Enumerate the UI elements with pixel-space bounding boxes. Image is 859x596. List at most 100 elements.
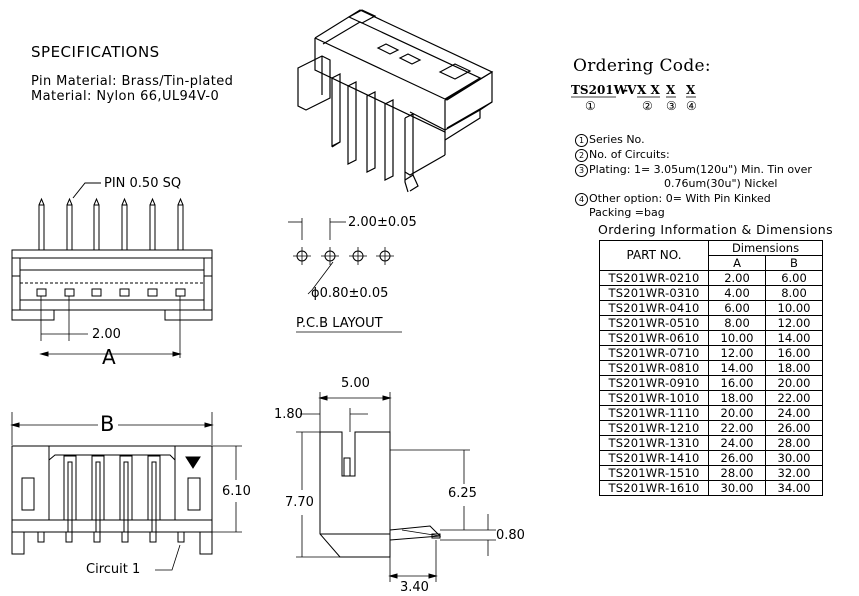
dim-b-cell: 30.00 <box>765 450 823 466</box>
dim-b-cell: 12.00 <box>765 315 823 331</box>
pitch-label: 2.00 <box>92 327 121 342</box>
part-number-cell: TS201WR-1410 <box>599 450 709 466</box>
dim-b-cell: 6.00 <box>765 270 823 286</box>
dim-a-cell: 30.00 <box>708 480 766 496</box>
pcb-hole-label: ϕ0.80±0.05 <box>311 286 389 301</box>
part-number-cell: TS201WR-0210 <box>599 270 709 286</box>
note-mark: 3 <box>575 163 588 177</box>
note-plating-cont: 0.76um(30u") Nickel <box>664 177 778 190</box>
dim-b-cell: 20.00 <box>765 375 823 391</box>
part-number-cell: TS201WR-1610 <box>599 480 709 496</box>
part-number-cell: TS201WR-0310 <box>599 285 709 301</box>
ordering-code-title: Ordering Code: <box>573 56 711 76</box>
mark-2: ② <box>642 99 653 113</box>
front-height-label: 6.10 <box>222 484 251 499</box>
dim-b-cell: 26.00 <box>765 420 823 436</box>
dim-b-cell: 16.00 <box>765 345 823 361</box>
dim-a-cell: 28.00 <box>708 465 766 481</box>
mark-1: ① <box>585 99 596 113</box>
mark-3: ③ <box>666 99 677 113</box>
note-packing: Packing =bag <box>589 206 665 219</box>
part-number-cell: TS201WR-1210 <box>599 420 709 436</box>
dim-a-cell: 16.00 <box>708 375 766 391</box>
specifications-title: SPECIFICATIONS <box>31 43 160 61</box>
circuits-code: X X <box>637 83 660 97</box>
dim-b-cell: 32.00 <box>765 465 823 481</box>
dim-a-cell: 26.00 <box>708 450 766 466</box>
side-depth-label: 3.40 <box>400 580 429 595</box>
plating-code: X <box>666 83 676 97</box>
dim-b-cell: 18.00 <box>765 360 823 376</box>
part-number-cell: TS201WR-0710 <box>599 345 709 361</box>
material-text: Material: Nylon 66,UL94V-0 <box>31 89 220 104</box>
part-number-cell: TS201WR-0610 <box>599 330 709 346</box>
dim-a-cell: 12.00 <box>708 345 766 361</box>
side-width-label: 5.00 <box>341 376 370 391</box>
series-code: TS201WV <box>571 83 637 97</box>
col-b-header: B <box>765 255 823 271</box>
dim-a-cell: 8.00 <box>708 315 766 331</box>
dim-b-cell: 10.00 <box>765 300 823 316</box>
note-mark: 4 <box>575 192 588 206</box>
dim-a-cell: 2.00 <box>708 270 766 286</box>
dim-a-cell: 18.00 <box>708 390 766 406</box>
pcb-pitch-label: 2.00±0.05 <box>348 215 417 230</box>
col-a-header: A <box>708 255 766 271</box>
bottom-front-view <box>10 412 242 571</box>
side-view <box>296 392 496 582</box>
code-dash: - <box>623 83 628 97</box>
part-number-cell: TS201WR-0910 <box>599 375 709 391</box>
dim-b-label: B <box>100 412 115 436</box>
dim-b-cell: 34.00 <box>765 480 823 496</box>
part-number-cell: TS201WR-1310 <box>599 435 709 451</box>
pcb-layout <box>288 218 402 333</box>
dim-a-label: A <box>102 345 116 369</box>
dim-a-cell: 10.00 <box>708 330 766 346</box>
side-height-label: 7.70 <box>285 495 314 510</box>
dim-a-cell: 24.00 <box>708 435 766 451</box>
side-pin-label: 0.80 <box>496 528 525 543</box>
part-number-cell: TS201WR-1010 <box>599 390 709 406</box>
note-mark: 2 <box>575 148 588 162</box>
part-no-header: PART NO. <box>599 240 709 271</box>
dim-b-cell: 28.00 <box>765 435 823 451</box>
part-number-cell: TS201WR-0810 <box>599 360 709 376</box>
dim-b-cell: 14.00 <box>765 330 823 346</box>
pcb-layout-title: P.C.B LAYOUT <box>296 316 383 331</box>
isometric-view <box>297 9 494 193</box>
part-number-cell: TS201WR-0410 <box>599 300 709 316</box>
table-title: Ordering Information & Dimensions <box>598 222 834 237</box>
side-slot-label: 1.80 <box>274 407 303 422</box>
dim-a-cell: 22.00 <box>708 420 766 436</box>
pin-size-label: PIN 0.50 SQ <box>104 176 182 191</box>
option-code: X <box>686 83 696 97</box>
mark-4: ④ <box>686 99 697 113</box>
note-mark: 1 <box>575 133 588 147</box>
front-view <box>11 182 213 358</box>
part-number-cell: TS201WR-0510 <box>599 315 709 331</box>
dim-a-cell: 4.00 <box>708 285 766 301</box>
dim-a-cell: 20.00 <box>708 405 766 421</box>
pin-material-text: Pin Material: Brass/Tin-plated <box>31 74 234 89</box>
dim-b-cell: 22.00 <box>765 390 823 406</box>
